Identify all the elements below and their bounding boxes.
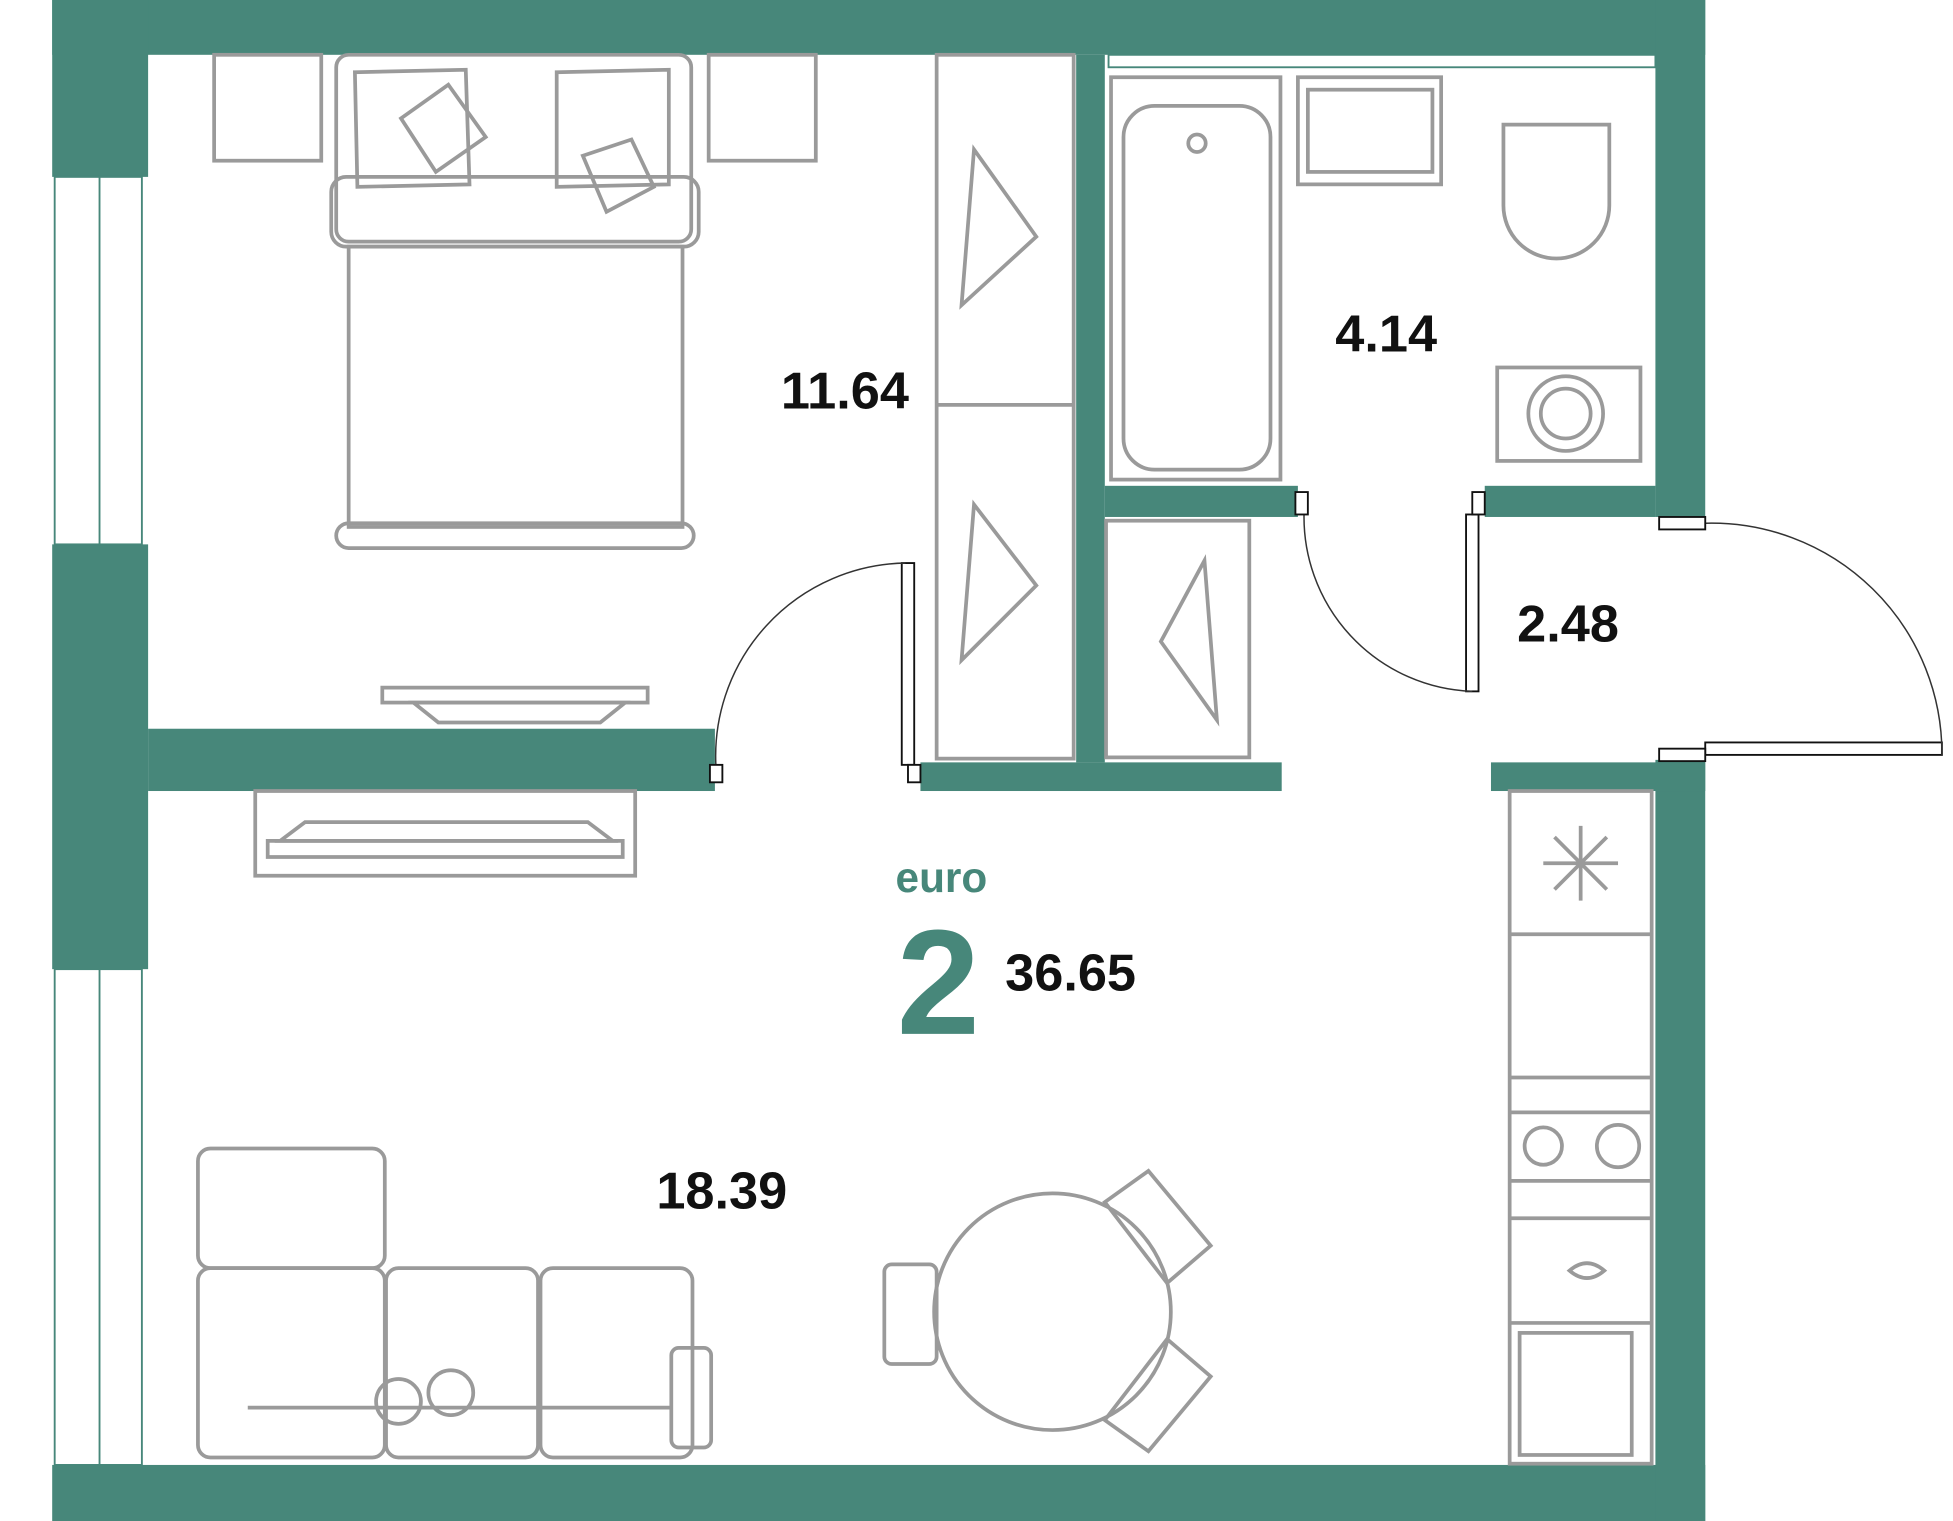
- doors: [708, 491, 1943, 784]
- tv-bedroom: [380, 685, 650, 725]
- area-living: 18.39: [656, 1162, 787, 1220]
- dining-table: [882, 1168, 1214, 1454]
- kitchen: [1507, 789, 1654, 1466]
- snowflake-icon: [1543, 825, 1619, 901]
- bathroom-fixtures: [1109, 75, 1643, 482]
- tv-living: [253, 789, 638, 878]
- windows: [53, 53, 1657, 1466]
- sofa: [196, 1146, 714, 1460]
- area-bathroom: 4.14: [1335, 305, 1437, 363]
- area-hallway: 2.48: [1517, 596, 1619, 654]
- rooms-count: 2: [897, 899, 980, 1066]
- bed: [212, 52, 818, 550]
- area-bedroom: 11.64: [781, 363, 909, 421]
- wardrobe: [934, 52, 1252, 761]
- total-area: 36.65: [1005, 944, 1136, 1002]
- layout-type-label: euro: [896, 854, 988, 901]
- walls: [52, 0, 1706, 1521]
